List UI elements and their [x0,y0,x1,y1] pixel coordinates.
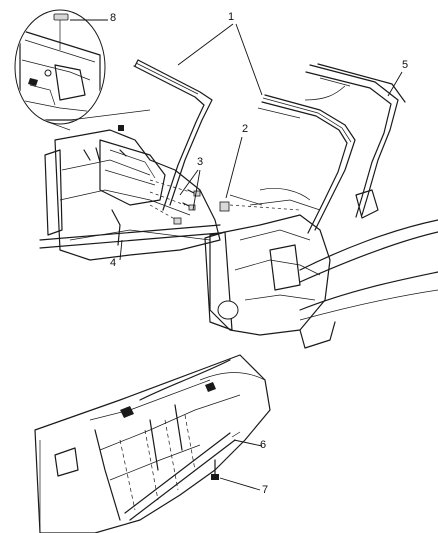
callout-2: 2 [242,123,249,135]
leader-lines [70,19,403,491]
callout-1: 1 [228,11,235,23]
bottom-assembly [34,354,271,533]
detail-inset [14,9,151,131]
left-assembly [39,59,221,261]
callout-6: 6 [260,439,267,451]
callout-5: 5 [402,59,409,71]
callout-7: 7 [262,484,269,496]
callout-4: 4 [110,257,117,269]
part-8-clip [53,13,69,21]
callout-8: 8 [110,12,117,24]
callout-3: 3 [197,156,204,168]
right-assembly [204,63,438,349]
